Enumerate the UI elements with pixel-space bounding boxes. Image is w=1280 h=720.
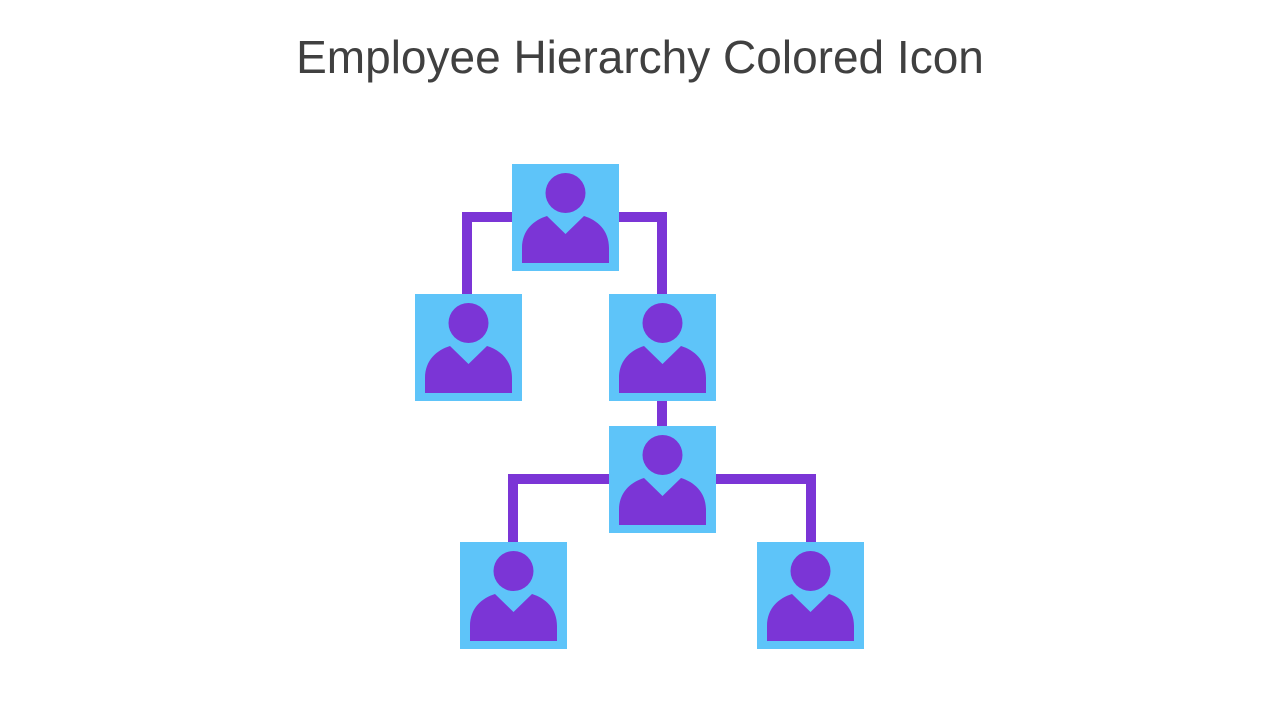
node-group — [415, 164, 864, 649]
person-head — [642, 303, 683, 343]
person-icon — [425, 303, 512, 393]
person-icon — [767, 551, 854, 641]
person-icon — [619, 303, 706, 393]
node-bottom-left-employee — [460, 542, 567, 649]
person-body — [619, 478, 706, 525]
person-body — [470, 594, 557, 641]
person-head — [493, 551, 534, 591]
connector-middle-employee-to-bottom-right-employee — [716, 474, 816, 542]
connector-middle-employee-to-bottom-left-employee — [508, 474, 609, 542]
connector-group — [462, 212, 816, 542]
node-left-employee — [415, 294, 522, 401]
connector-top-employee-to-right-employee — [619, 212, 667, 294]
person-body — [522, 216, 609, 263]
person-body — [425, 346, 512, 393]
connector-top-employee-to-left-employee — [462, 212, 512, 294]
person-head — [448, 303, 489, 343]
slide-title: Employee Hierarchy Colored Icon — [296, 31, 984, 83]
person-body — [619, 346, 706, 393]
person-head — [790, 551, 831, 591]
person-icon — [619, 435, 706, 525]
person-icon — [522, 173, 609, 263]
person-head — [545, 173, 586, 213]
person-icon — [470, 551, 557, 641]
person-body — [767, 594, 854, 641]
node-top-employee — [512, 164, 619, 271]
node-right-employee — [609, 294, 716, 401]
node-bottom-right-employee — [757, 542, 864, 649]
person-head — [642, 435, 683, 475]
node-middle-employee — [609, 426, 716, 533]
